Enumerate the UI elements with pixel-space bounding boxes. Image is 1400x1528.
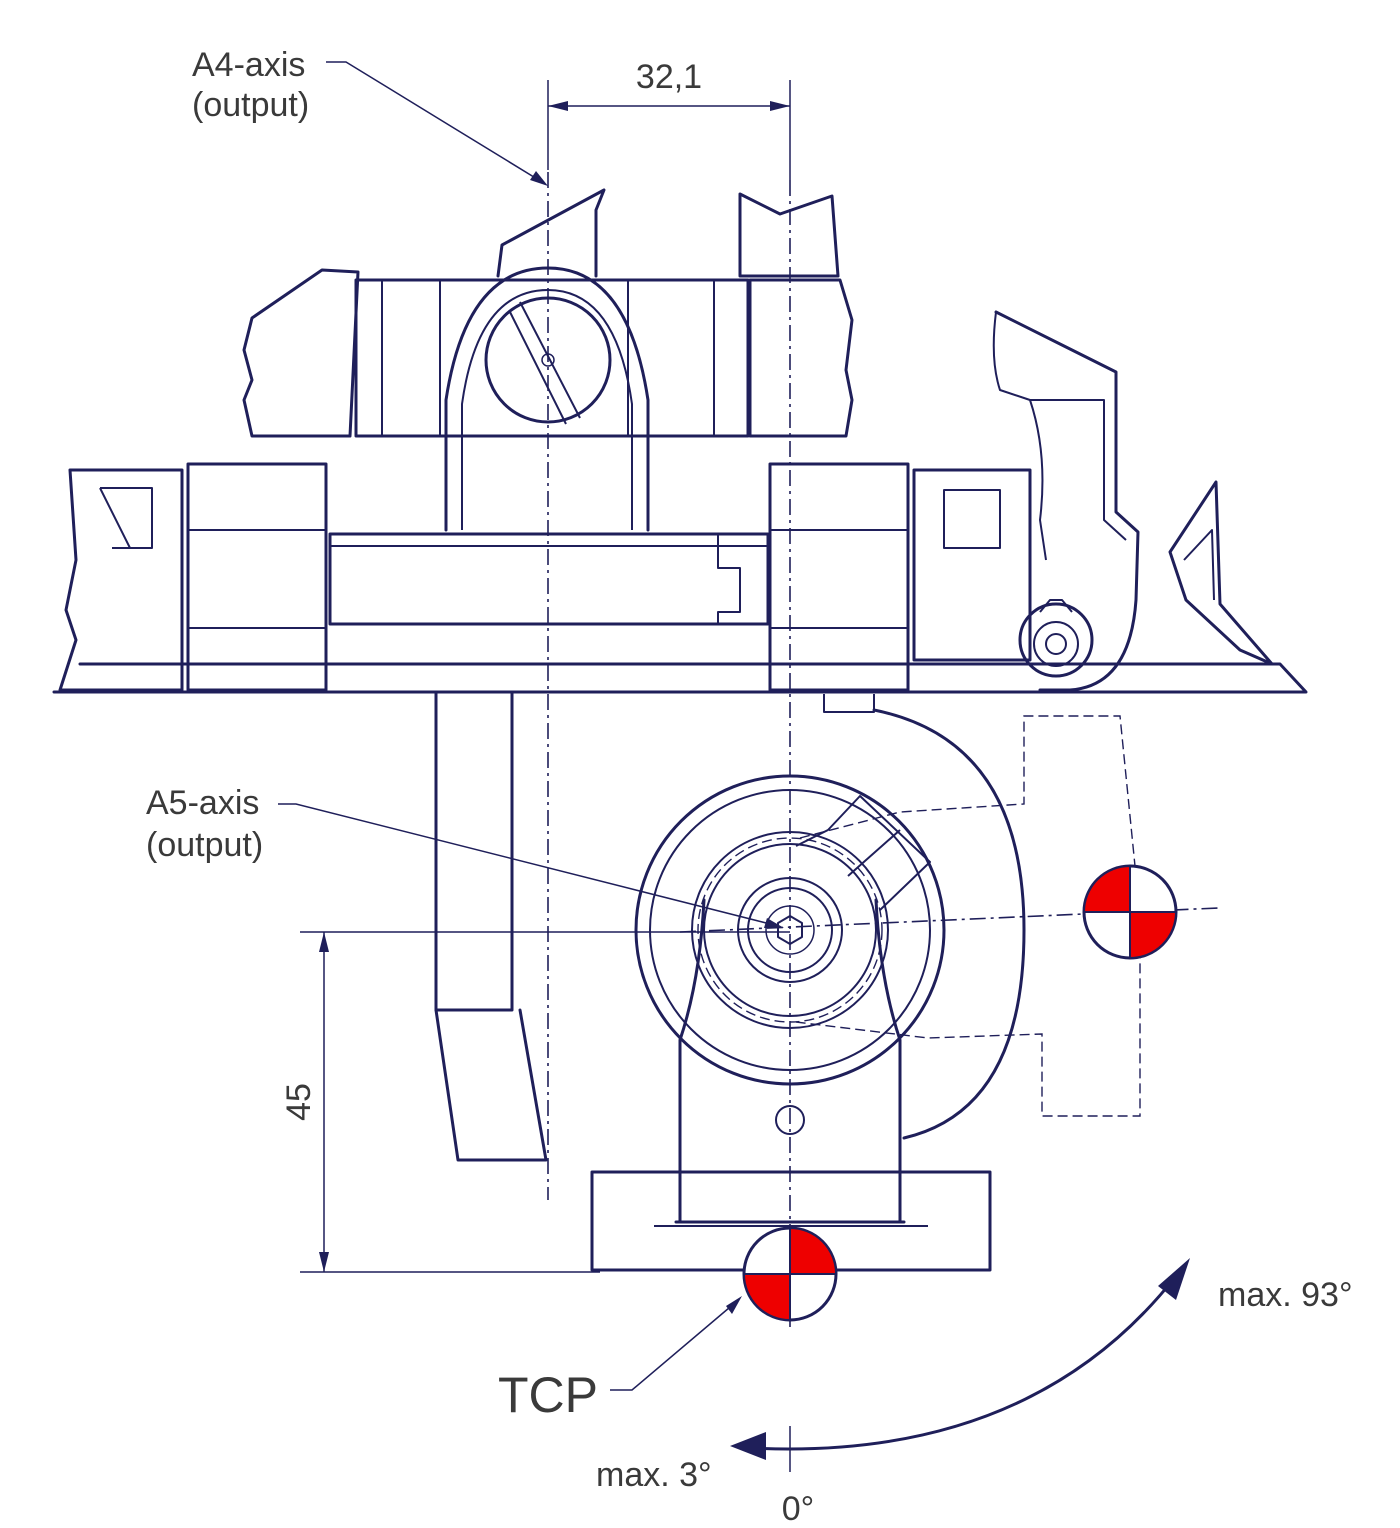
a4-axis-label-line1: A4-axis: [192, 46, 305, 84]
main-carriage: [52, 462, 1308, 694]
tcp-callout: TCP: [498, 1296, 742, 1423]
a5-axis-label-line1: A5-axis: [146, 784, 259, 822]
dimension-32-1: 32,1: [547, 58, 791, 180]
a4-axis-label-line2: (output): [192, 86, 309, 124]
dimension-horizontal-label: 32,1: [636, 58, 702, 96]
tcp-label: TCP: [498, 1367, 598, 1423]
angle-zero-label: 0°: [782, 1490, 815, 1528]
a5-axis-label-line2: (output): [146, 826, 263, 864]
hidden-tool-outline: [697, 715, 1141, 1117]
rotation-range: max. 93° max. 3° 0°: [596, 1258, 1353, 1528]
center-of-mass-icon: [742, 1226, 838, 1322]
lower-housing: [434, 690, 1026, 1272]
angle-max-negative-label: max. 3°: [596, 1456, 712, 1494]
a4-axis-callout: A4-axis (output): [192, 46, 548, 186]
center-lines: [547, 172, 1219, 1330]
right-lever: [992, 310, 1274, 692]
center-of-mass-icon: [1082, 864, 1178, 960]
a5-axis-callout: A5-axis (output): [146, 784, 784, 928]
dimension-vertical-label: 45: [280, 1083, 318, 1121]
angle-max-positive-label: max. 93°: [1218, 1276, 1353, 1314]
dimension-45: 45: [280, 931, 790, 1273]
